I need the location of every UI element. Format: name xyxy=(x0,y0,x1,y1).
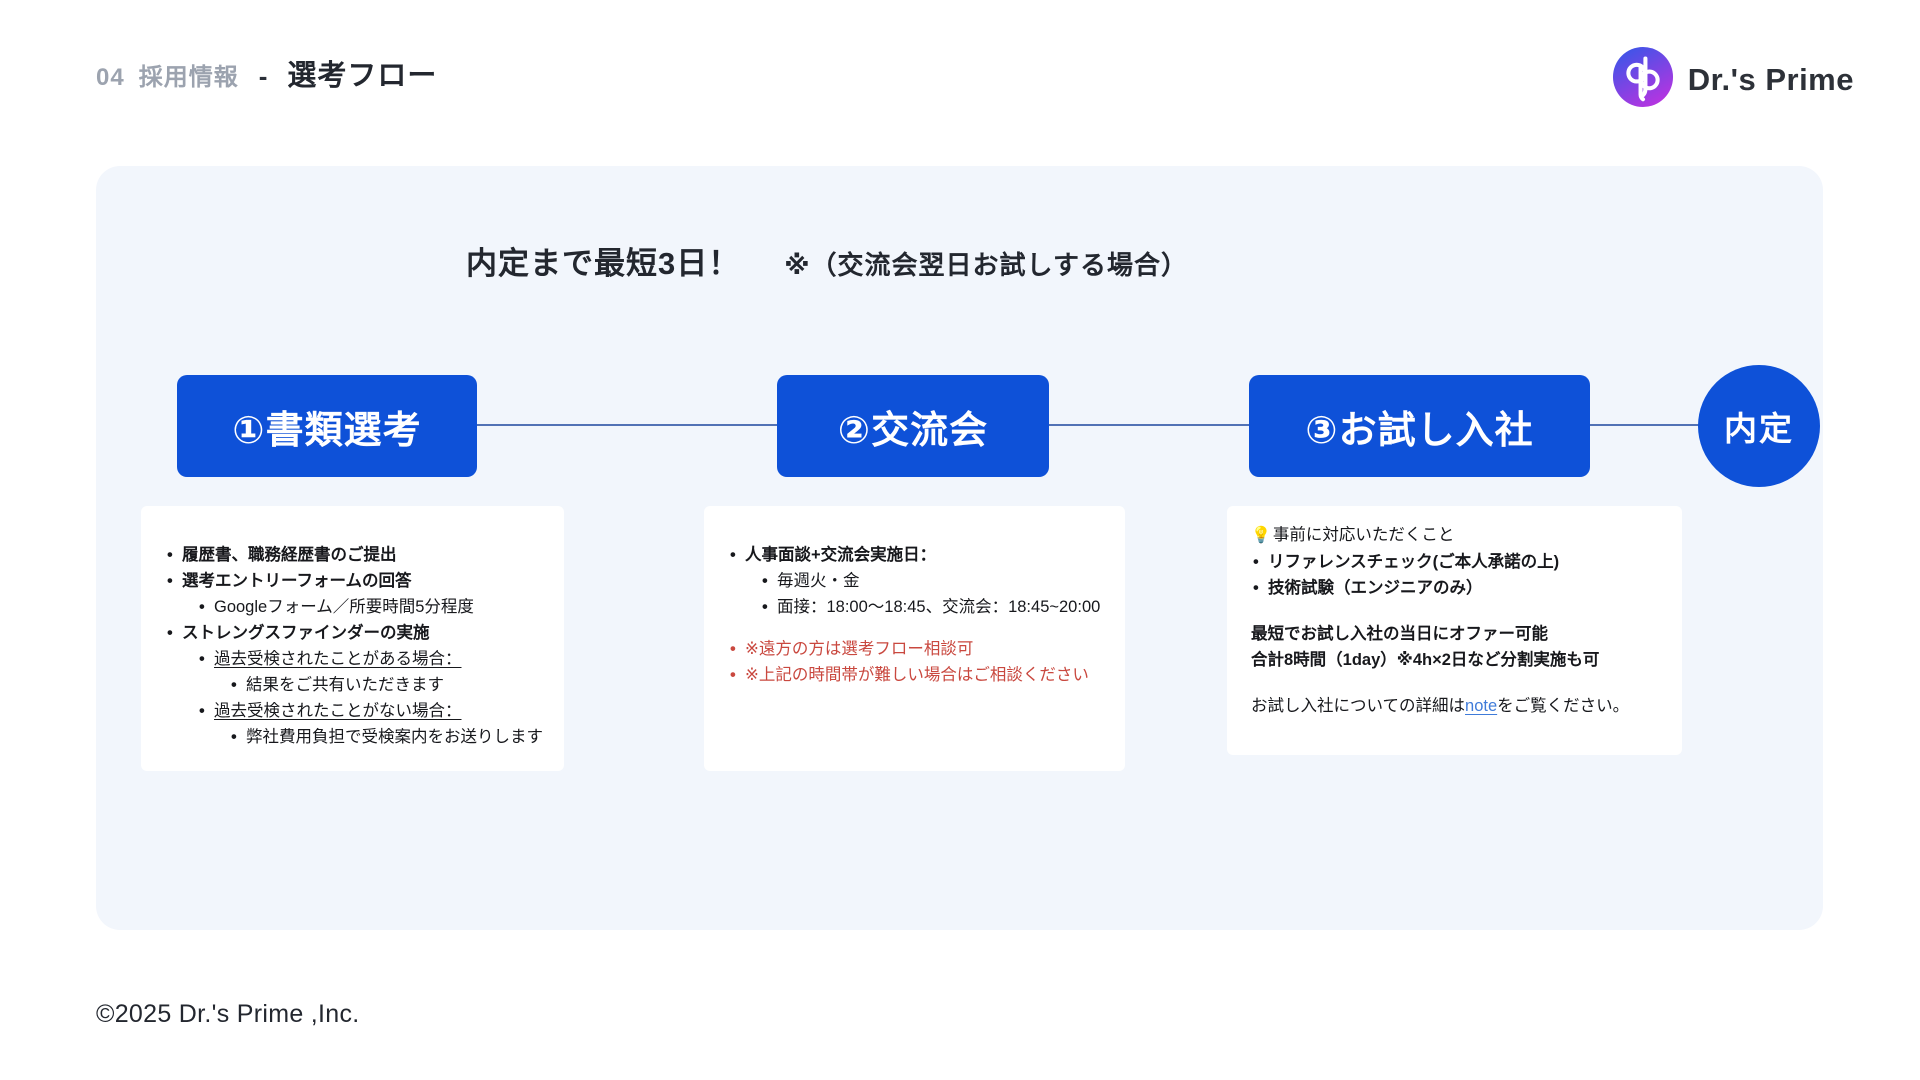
list-item: リファレンスチェック(ご本人承諾の上) xyxy=(1251,549,1662,575)
flow-goal-offer: 内定 xyxy=(1698,365,1820,487)
link-suffix-text: をご覧ください。 xyxy=(1497,697,1630,715)
card-heading-text: 事前に対応いただくこと xyxy=(1272,526,1455,544)
page-title: 選考フロー xyxy=(287,60,438,92)
list-item: 人事面談+交流会実施日： xyxy=(728,542,1105,568)
list-item: 弊社費用負担で受検案内をお送りします xyxy=(165,724,544,750)
paragraph: 合計8時間（1day）※4h×2日など分割実施も可 xyxy=(1251,651,1600,669)
card-heading: 💡 事前に対応いただくこと xyxy=(1251,522,1662,549)
flow-connector-3 xyxy=(1590,424,1700,426)
list-item: 面接：18:00〜18:45、交流会：18:45~20:00 xyxy=(728,594,1105,620)
flow-connector-2 xyxy=(1049,424,1249,426)
dp-monogram-icon xyxy=(1612,46,1674,113)
copyright: ©2025 Dr.'s Prime ,Inc. xyxy=(96,1000,360,1028)
spacer xyxy=(1251,673,1662,693)
card-meetup: 人事面談+交流会実施日： 毎週火・金 面接：18:00〜18:45、交流会：18… xyxy=(704,506,1125,771)
flow-step-document-screening: ①書類選考 xyxy=(177,375,477,477)
list-item: 過去受検されたことがない場合： xyxy=(165,698,544,724)
flow-step-trial-joining: ③お試し入社 xyxy=(1249,375,1590,477)
flow-step-meetup: ②交流会 xyxy=(777,375,1049,477)
paragraph: 最短でお試し入社の当日にオファー可能 xyxy=(1251,625,1548,643)
flow-connector-1 xyxy=(477,424,777,426)
section-number: 04 xyxy=(96,64,125,91)
spacer xyxy=(728,620,1105,636)
brand-name: Dr.'s Prime xyxy=(1687,61,1854,97)
list-item: 結果をご共有いただきます xyxy=(165,672,544,698)
list-item-label: 過去受検されたことがない場合： xyxy=(214,702,462,720)
card-document-screening: 履歴書、職務経歴書のご提出 選考エントリーフォームの回答 Googleフォーム／… xyxy=(141,506,564,771)
list-item: 技術試験（エンジニアのみ） xyxy=(1251,575,1662,601)
section-label: 採用情報 xyxy=(138,64,239,91)
breadcrumb-separator: - xyxy=(258,61,268,91)
brand-logo: Dr.'s Prime xyxy=(1612,46,1854,113)
lightbulb-icon: 💡 xyxy=(1251,527,1271,544)
hero-note: ※（交流会翌日お試しする場合） xyxy=(784,250,1189,280)
spacer xyxy=(1251,601,1662,621)
list-item-note: ※遠方の方は選考フロー相談可 xyxy=(728,636,1105,662)
list-item: ストレングスファインダーの実施 xyxy=(165,620,544,646)
card-trial-joining: 💡 事前に対応いただくこと リファレンスチェック(ご本人承諾の上) 技術試験（エ… xyxy=(1227,506,1682,755)
link-prefix-text: お試し入社についての詳細は xyxy=(1251,697,1466,715)
list-item: 毎週火・金 xyxy=(728,568,1105,594)
list-item-label: 過去受検されたことがある場合： xyxy=(214,650,462,668)
breadcrumb: 04 採用情報 - 選考フロー xyxy=(96,52,437,94)
list-item: 選考エントリーフォームの回答 xyxy=(165,568,544,594)
list-item: 履歴書、職務経歴書のご提出 xyxy=(165,542,544,568)
hero-title: 内定まで最短3日！ xyxy=(466,246,741,281)
list-item: 過去受検されたことがある場合： xyxy=(165,646,544,672)
list-item: Googleフォーム／所要時間5分程度 xyxy=(165,594,544,620)
note-link[interactable]: note xyxy=(1465,697,1498,715)
list-item-note: ※上記の時間帯が難しい場合はご相談ください xyxy=(728,662,1105,688)
hero-title-row: 内定まで最短3日！ ※（交流会翌日お試しする場合） xyxy=(466,238,1188,283)
paragraph-with-link: お試し入社についての詳細はnoteをご覧ください。 xyxy=(1251,693,1662,719)
